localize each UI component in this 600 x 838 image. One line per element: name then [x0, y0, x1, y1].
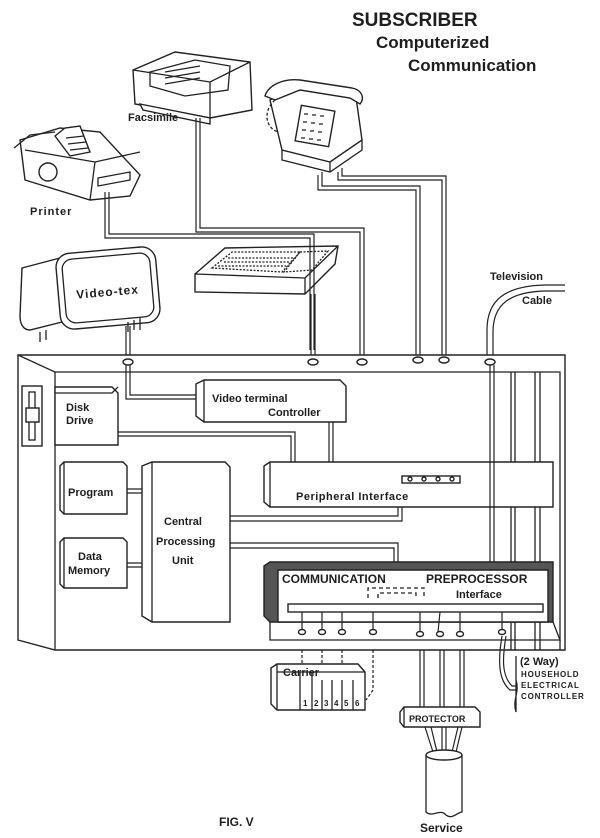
two-way-label: (2 Way) [520, 656, 559, 668]
connector-plugs [297, 611, 507, 638]
preprocessor-label: PREPROCESSOR [426, 572, 528, 586]
peripheral-interface-box [263, 461, 554, 508]
cpu-label-3: Unit [172, 555, 194, 567]
television-label: Television [490, 271, 543, 283]
printer-icon [13, 125, 141, 201]
video-terminal-controller-box [195, 379, 347, 423]
protector-label: PROTECTOR [409, 714, 466, 724]
cpu-label-1: Central [164, 516, 202, 528]
cable-grommets [122, 356, 496, 366]
peripheral-label: Peripheral Interface [296, 491, 409, 503]
carrier-slot-4: 4 [334, 699, 339, 708]
data-label-1: Data [78, 551, 103, 563]
carrier-slot-1: 1 [303, 699, 308, 708]
service-label: Service [420, 821, 463, 835]
title-line-2: Computerized [376, 33, 489, 52]
title-line-3: Communication [408, 56, 536, 75]
disk-drive-box [54, 386, 119, 446]
carrier-slot-6: 6 [355, 699, 360, 708]
facsimile-icon [132, 51, 253, 125]
figure-caption: FIG. V [219, 815, 254, 829]
videotex-label: Video-tex [76, 282, 140, 301]
carrier-label: Carrier [283, 667, 320, 679]
carrier-slot-5: 5 [344, 699, 349, 708]
cpu-label-2: Processing [156, 536, 215, 548]
data-label-2: Memory [68, 565, 111, 577]
cable-label: Cable [522, 295, 552, 307]
household-label-2: ELECTRICAL [521, 681, 580, 690]
interface-label: Interface [456, 589, 502, 601]
device-wires [104, 118, 447, 460]
communication-label: COMMUNICATION [282, 572, 386, 586]
disk-label-2: Drive [66, 415, 94, 427]
video-controller-label-2: Controller [268, 407, 321, 419]
facsimile-label: Facsimile [128, 112, 178, 124]
video-controller-label-1: Video terminal [212, 393, 288, 405]
carrier-slot-3: 3 [324, 699, 329, 708]
videotex-monitor-icon [19, 246, 161, 342]
data-memory-box [59, 537, 128, 589]
household-label-3: CONTROLLER [521, 692, 585, 701]
carrier-slot-2: 2 [314, 699, 319, 708]
printer-label: Printer [30, 206, 72, 218]
keyboard-icon [194, 245, 339, 295]
cpu-box [141, 461, 231, 623]
program-box [59, 461, 128, 515]
service-cable-icon [425, 749, 463, 818]
title-line-1: SUBSCRIBER [352, 10, 478, 31]
household-label-1: HOUSEHOLD [521, 670, 579, 679]
telephone-icon [264, 79, 364, 173]
carrier-box [270, 663, 366, 711]
disk-label-1: Disk [66, 402, 90, 414]
program-label: Program [68, 487, 113, 499]
communication-preprocessor-box [263, 561, 561, 641]
protector-box [399, 706, 481, 728]
